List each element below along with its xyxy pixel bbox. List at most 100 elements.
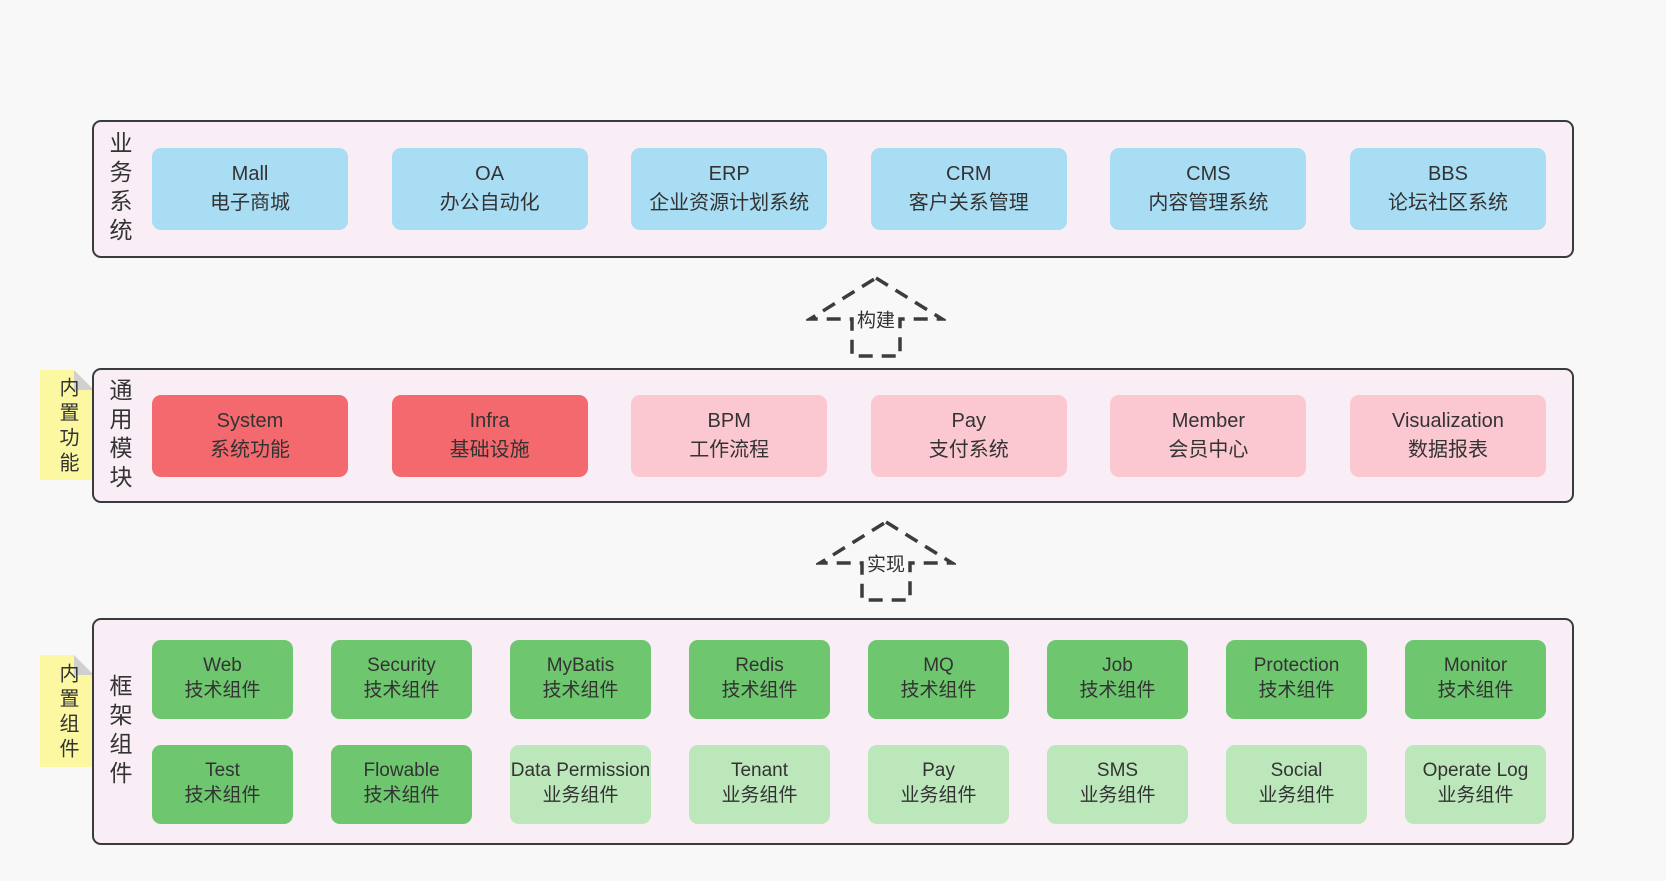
business-section-label: 业务系统 [106, 131, 132, 247]
business-box-bbs: BBS 论坛社区系统 [1349, 148, 1546, 230]
box-subtitle: 技术组件 [1437, 680, 1514, 701]
box-title: MyBatis [546, 655, 615, 677]
up-arrow-outline-icon [806, 275, 946, 358]
box-title: Tenant [730, 760, 789, 782]
module-boxes: System 系统功能 Infra 基础设施 BPM 工作流程 Pay 支付系统… [152, 370, 1546, 501]
box-subtitle: 数据报表 [1407, 438, 1488, 461]
business-box-mall: Mall 电子商城 [152, 148, 348, 230]
builtin-features-tab: 内置功能 [40, 370, 94, 480]
box-subtitle: 业务组件 [542, 785, 619, 806]
box-subtitle: 论坛社区系统 [1387, 192, 1508, 214]
module-box-bpm: BPM 工作流程 [631, 394, 828, 477]
business-box-cms: CMS 内容管理系统 [1110, 148, 1307, 230]
framework-box-social: Social 业务组件 [1226, 744, 1367, 824]
builtin-components-tab: 内置组件 [40, 655, 94, 767]
common-modules-section: 通用模块 System 系统功能 Infra 基础设施 BPM 工作流程 Pay… [92, 368, 1574, 503]
box-subtitle: 业务组件 [1079, 785, 1156, 806]
framework-box-security: Security 技术组件 [331, 639, 472, 719]
box-subtitle: 技术组件 [363, 680, 440, 701]
box-title: CMS [1186, 163, 1231, 185]
box-subtitle: 技术组件 [1258, 680, 1335, 701]
box-subtitle: 技术组件 [1079, 680, 1156, 701]
box-subtitle: 基础设施 [449, 438, 530, 461]
implement-arrow-label: 实现 [863, 548, 909, 578]
box-title: Protection [1253, 655, 1340, 677]
box-subtitle: 电子商城 [210, 192, 290, 214]
box-title: Social [1270, 760, 1323, 782]
box-title: Infra [469, 409, 510, 432]
box-subtitle: 办公自动化 [439, 192, 540, 214]
framework-box-monitor: Monitor 技术组件 [1405, 639, 1546, 719]
box-subtitle: 业务组件 [900, 785, 977, 806]
box-title: Job [1102, 655, 1133, 677]
box-title: Test [205, 760, 240, 782]
modules-section-label: 通用模块 [106, 377, 132, 494]
framework-box-pay: Pay 业务组件 [868, 744, 1009, 824]
box-subtitle: 技术组件 [900, 680, 977, 701]
box-title: SMS [1096, 760, 1139, 782]
box-subtitle: 企业资源计划系统 [649, 192, 810, 214]
box-title: BPM [707, 409, 751, 432]
box-subtitle: 业务组件 [721, 785, 798, 806]
module-box-member: Member 会员中心 [1110, 394, 1307, 477]
box-title: BBS [1427, 163, 1468, 185]
business-box-crm: CRM 客户关系管理 [870, 148, 1067, 230]
box-subtitle: 技术组件 [184, 680, 261, 701]
box-title: Pay [922, 760, 955, 782]
business-box-oa: OA 办公自动化 [391, 148, 588, 230]
framework-section-label: 框架组件 [106, 673, 132, 790]
box-title: Member [1171, 409, 1246, 432]
box-title: Visualization [1392, 409, 1504, 432]
module-box-visualization: Visualization 数据报表 [1349, 394, 1546, 477]
business-boxes: Mall 电子商城 OA 办公自动化 ERP 企业资源计划系统 CRM 客户关系… [152, 122, 1546, 256]
framework-box-redis: Redis 技术组件 [689, 639, 830, 719]
framework-box-tenant: Tenant 业务组件 [689, 744, 830, 824]
box-title: Pay [951, 409, 987, 432]
box-subtitle: 技术组件 [363, 785, 440, 806]
framework-box-test: Test 技术组件 [152, 744, 293, 824]
framework-box-operate-log: Operate Log 业务组件 [1405, 744, 1546, 824]
framework-components-section: 框架组件 Web 技术组件 Security 技术组件 MyBatis 技术组件… [92, 618, 1574, 845]
framework-rows: Web 技术组件 Security 技术组件 MyBatis 技术组件 Redi… [152, 620, 1546, 843]
box-title: OA [475, 163, 505, 185]
framework-box-mq: MQ 技术组件 [868, 639, 1009, 719]
framework-box-mybatis: MyBatis 技术组件 [510, 639, 651, 719]
box-title: Redis [735, 655, 784, 677]
build-arrow-label: 构建 [853, 304, 899, 334]
box-subtitle: 技术组件 [542, 680, 619, 701]
box-subtitle: 工作流程 [689, 438, 770, 461]
module-box-pay: Pay 支付系统 [870, 394, 1067, 477]
business-box-erp: ERP 企业资源计划系统 [631, 148, 828, 230]
box-title: Flowable [363, 760, 440, 782]
box-title: Security [367, 655, 436, 677]
builtin-components-tab-label: 内置组件 [56, 663, 78, 764]
box-title: MQ [923, 655, 954, 677]
box-subtitle: 内容管理系统 [1148, 192, 1269, 214]
framework-box-sms: SMS 业务组件 [1047, 744, 1188, 824]
framework-row-1: Web 技术组件 Security 技术组件 MyBatis 技术组件 Redi… [152, 639, 1546, 719]
box-title: CRM [946, 163, 992, 185]
builtin-features-tab-label: 内置功能 [56, 377, 78, 478]
box-title: Web [203, 655, 242, 677]
box-subtitle: 业务组件 [1258, 785, 1335, 806]
box-subtitle: 技术组件 [184, 785, 261, 806]
box-subtitle: 会员中心 [1168, 438, 1249, 461]
box-title: Data Permission [510, 760, 651, 782]
box-subtitle: 支付系统 [928, 438, 1009, 461]
framework-box-job: Job 技术组件 [1047, 639, 1188, 719]
framework-box-flowable: Flowable 技术组件 [331, 744, 472, 824]
module-box-infra: Infra 基础设施 [391, 394, 588, 477]
box-title: ERP [708, 163, 750, 185]
box-subtitle: 业务组件 [1437, 785, 1514, 806]
box-title: System [216, 409, 284, 432]
box-title: Monitor [1443, 655, 1508, 677]
framework-box-data-permission: Data Permission 业务组件 [510, 744, 651, 824]
box-subtitle: 技术组件 [721, 680, 798, 701]
up-arrow-outline-icon [816, 519, 956, 602]
business-systems-section: 业务系统 Mall 电子商城 OA 办公自动化 ERP 企业资源计划系统 CRM… [92, 120, 1574, 258]
implement-arrow: 实现 [816, 518, 956, 604]
box-title: Operate Log [1422, 760, 1529, 782]
box-title: Mall [231, 163, 269, 185]
box-subtitle: 系统功能 [210, 438, 290, 461]
module-box-system: System 系统功能 [152, 394, 348, 477]
